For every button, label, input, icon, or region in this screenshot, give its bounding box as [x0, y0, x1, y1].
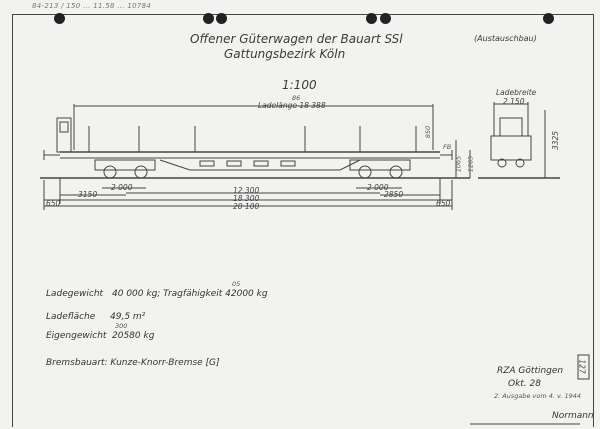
drawing-title: Offener Güterwagen der Bauart SSl	[190, 32, 403, 46]
drawing-date: Okt. 28	[508, 379, 541, 389]
scale-label: 1:100	[282, 78, 317, 92]
length-over-frame: 18 300	[233, 194, 260, 203]
eigengewicht-value: 20580 kg	[112, 331, 155, 341]
ladebreite-value: 2 150	[503, 97, 525, 106]
right-buffer: 650	[436, 199, 451, 208]
edition-note: 2. Ausgabe vom 4. v. 1944	[494, 392, 582, 400]
punch-hole-icon	[543, 13, 554, 24]
drawing-subtitle: Gattungsbezirk Köln	[224, 47, 346, 61]
bogie-centers: 12 300	[233, 186, 260, 195]
left-buffer: 650	[46, 199, 61, 208]
bogie-wheelbase-right: 2 000	[367, 183, 389, 192]
signature: Normann	[552, 411, 594, 421]
buffer-label: FB	[443, 143, 452, 151]
length-over-buffers: 20 100	[233, 202, 260, 211]
ladelaenge-label: Ladelänge 18 388	[258, 101, 326, 110]
punch-hole-icon	[366, 13, 377, 24]
ladelaenge-correction: 86	[292, 94, 301, 102]
archive-note: 84-213 / 150 ... 11.58 ... 10784	[32, 2, 152, 10]
stake-height: 850	[424, 125, 433, 139]
ladegewicht-label: Ladegewicht	[46, 289, 104, 299]
ladebreite-label: Ladebreite	[496, 88, 537, 97]
drawing-frame	[12, 14, 594, 427]
punch-hole-icon	[216, 13, 227, 24]
bogie-wheelbase-left: 2 000	[111, 183, 133, 192]
variant-note: (Austauschbau)	[474, 34, 537, 43]
punch-hole-icon	[203, 13, 214, 24]
end-height: 3325	[551, 130, 561, 151]
tragfaehigkeit-correction: 05	[232, 280, 241, 288]
floor-height: 1265	[466, 155, 475, 173]
ladegewicht-value: 40 000 kg; Tragfähigkeit 42000 kg	[112, 289, 268, 299]
left-overhang: 3150	[78, 190, 98, 199]
punch-hole-icon	[380, 13, 391, 24]
buffer-height: 1065	[454, 155, 463, 173]
brake-type: Bremsbauart: Kunze-Knorr-Bremse [G]	[46, 358, 220, 368]
ladeflaeche-value: 49,5 m²	[110, 312, 146, 322]
punch-hole-icon	[54, 13, 65, 24]
sheet-number: 127	[577, 359, 587, 374]
ladeflaeche-label: Ladefläche	[46, 312, 96, 322]
right-overhang: 2850	[384, 190, 404, 199]
office-name: RZA Göttingen	[497, 366, 564, 376]
eigengewicht-label: Eigengewicht	[46, 331, 107, 341]
eigengewicht-correction: 300	[115, 322, 128, 330]
